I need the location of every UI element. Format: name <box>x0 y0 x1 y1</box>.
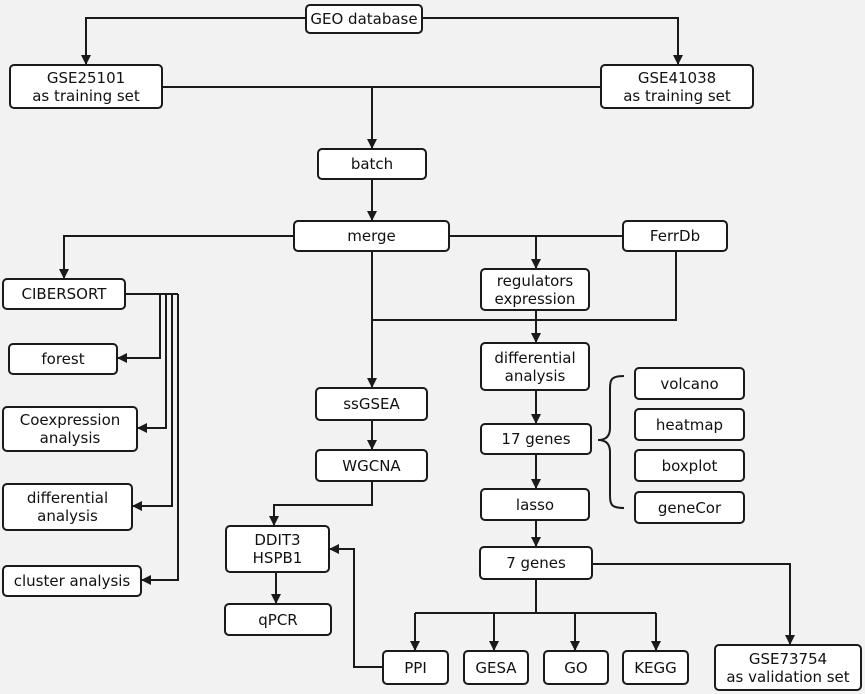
merge-label: merge <box>347 227 396 245</box>
batch-label: batch <box>350 155 394 173</box>
gse25101-node: GSE25101 as training set <box>9 64 163 109</box>
cluster-analysis-node: cluster analysis <box>2 565 142 597</box>
heatmap-node: heatmap <box>634 408 745 441</box>
ppi-node: PPI <box>382 650 449 685</box>
curly-brace <box>597 375 625 509</box>
kegg-label: KEGG <box>634 658 677 677</box>
edge-geo-gse25101 <box>81 17 305 65</box>
volcano-node: volcano <box>634 367 745 400</box>
boxplot-node: boxplot <box>634 449 745 482</box>
edge-merge-cibersort <box>59 235 293 279</box>
gse41038-sublabel: as training set <box>623 86 731 105</box>
ppi-label: PPI <box>404 658 427 677</box>
edge-cib-cluster <box>141 294 179 585</box>
genes-7-label: 7 genes <box>506 554 566 572</box>
edge-geo-gse41038 <box>423 17 683 65</box>
geo-database-node: GEO database <box>305 4 423 34</box>
coexpression-sublabel: analysis <box>39 429 101 447</box>
ddit3-hspb1-node: DDIT3 HSPB1 <box>225 525 330 573</box>
forest-label: forest <box>41 350 85 368</box>
edge-cib-forest <box>117 294 161 363</box>
edge-ferrdb-down <box>372 250 677 321</box>
genes-17-node: 17 genes <box>480 423 592 455</box>
cibersort-label: CIBERSORT <box>21 285 107 303</box>
lasso-node: lasso <box>480 488 590 521</box>
genecor-node: geneCor <box>634 491 745 524</box>
regulators-sublabel: expression <box>494 289 576 308</box>
differential-left-sublabel: analysis <box>37 507 98 525</box>
ssgsea-label: ssGSEA <box>343 395 400 413</box>
edge-cib-diff-left <box>132 294 173 511</box>
genes-17-label: 17 genes <box>501 430 571 448</box>
qpcr-label: qPCR <box>258 610 298 629</box>
genecor-label: geneCor <box>657 498 722 517</box>
qpcr-node: qPCR <box>224 603 332 636</box>
gse41038-node: GSE41038 as training set <box>600 64 754 109</box>
coexpression-node: Coexpression analysis <box>2 406 138 452</box>
gse73754-label: GSE73754 <box>748 649 828 668</box>
merge-node: merge <box>293 220 450 252</box>
volcano-label: volcano <box>660 374 719 393</box>
heatmap-label: heatmap <box>655 415 724 434</box>
gesa-node: GESA <box>463 650 529 685</box>
differential-mid-label: differential <box>494 348 576 367</box>
edge-7genes-gse73754 <box>593 563 795 645</box>
differential-mid-sublabel: analysis <box>504 366 566 385</box>
geo-database-label: GEO database <box>310 10 418 28</box>
hspb1-label: HSPB1 <box>252 549 303 567</box>
edge-ppi-ddit3 <box>329 544 382 668</box>
forest-node: forest <box>8 343 118 375</box>
wgcna-node: WGCNA <box>315 449 428 482</box>
gse73754-sublabel: as validation set <box>726 667 850 686</box>
differential-analysis-mid-node: differential analysis <box>480 342 590 391</box>
coexpression-label: Coexpression <box>19 411 121 429</box>
ssgsea-node: ssGSEA <box>315 387 428 421</box>
edge-cib-coexpression <box>137 294 167 433</box>
kegg-node: KEGG <box>622 650 689 685</box>
gse41038-label: GSE41038 <box>637 68 717 87</box>
cibersort-node: CIBERSORT <box>2 278 126 310</box>
gesa-label: GESA <box>475 658 517 677</box>
ferrdb-node: FerrDb <box>622 220 728 252</box>
batch-node: batch <box>317 148 427 180</box>
edge-wgcna-ddit3 <box>269 482 373 526</box>
differential-left-label: differential <box>26 489 109 507</box>
regulators-expression-node: regulators expression <box>480 268 590 311</box>
ferrdb-label: FerrDb <box>649 227 701 245</box>
gse73754-node: GSE73754 as validation set <box>714 644 862 691</box>
lasso-label: lasso <box>515 495 555 514</box>
gse25101-label: GSE25101 <box>46 68 126 87</box>
differential-analysis-left-node: differential analysis <box>2 483 133 531</box>
cluster-analysis-label: cluster analysis <box>13 572 131 590</box>
boxplot-label: boxplot <box>661 456 718 475</box>
gse25101-sublabel: as training set <box>32 86 140 105</box>
wgcna-label: WGCNA <box>342 456 401 475</box>
go-label: GO <box>564 658 588 677</box>
ddit3-label: DDIT3 <box>254 531 301 549</box>
genes-7-node: 7 genes <box>479 546 593 580</box>
go-node: GO <box>543 650 609 685</box>
regulators-label: regulators <box>496 271 574 290</box>
